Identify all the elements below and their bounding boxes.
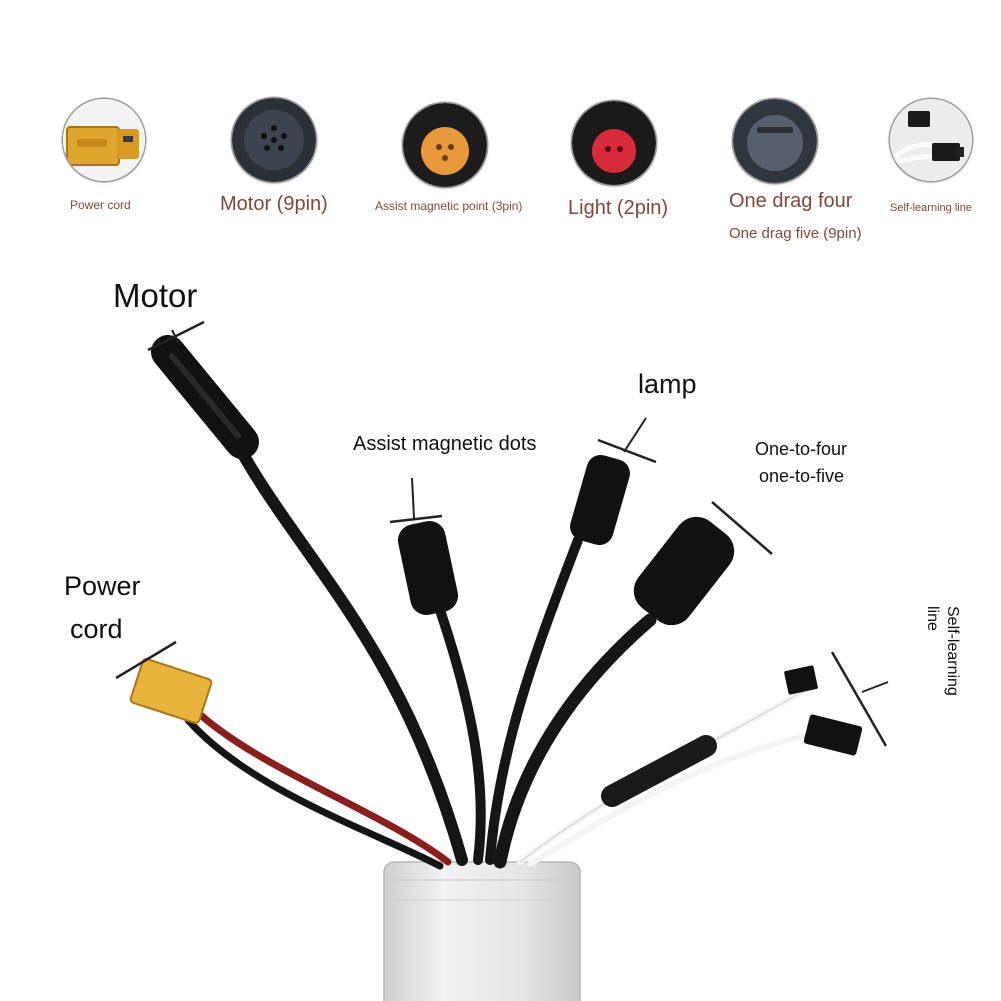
- label-power-line1: Power: [64, 571, 141, 601]
- self-learning-thumbnail: [890, 99, 972, 181]
- label-one-to-five: one-to-five: [759, 466, 845, 486]
- thumbnail-caption-light: Light (2pin): [568, 197, 669, 219]
- motor-connector-icon: [232, 98, 316, 182]
- label-self-learning-line: Self-learning line: [922, 606, 962, 696]
- display-connector-thumbnail: [733, 99, 817, 183]
- thumbnail-caption-assist: Assist magnetic point (3pin): [375, 199, 523, 213]
- light-thumbnail: [572, 101, 656, 185]
- power-cable: [115, 640, 452, 870]
- label-self-learning-line1: Self-learning: [944, 606, 961, 696]
- thumbnail-caption-power-cord: Power cord: [70, 198, 131, 212]
- label-self-learning-line2: line: [924, 606, 941, 631]
- controller-box: [383, 861, 581, 1001]
- label-lamp: lamp: [638, 369, 697, 399]
- self-learning-cable: [517, 651, 889, 867]
- thumbnail-caption-motor: Motor (9pin): [220, 193, 328, 215]
- xt60-connector-icon: [63, 99, 145, 181]
- label-power-line2: cord: [70, 614, 123, 644]
- assist-connector-icon: [403, 103, 487, 187]
- assist-magnetic-thumbnail: [403, 103, 487, 187]
- motor-thumbnail: [232, 98, 316, 182]
- power-cord-thumbnail: [63, 99, 145, 181]
- assist-magnetic-cable: [389, 477, 486, 865]
- label-assist-magnetic-dots: Assist magnetic dots: [353, 433, 537, 455]
- label-one-to-four: One-to-four: [755, 439, 848, 459]
- light-connector-icon: [572, 101, 656, 185]
- display-cable: [493, 501, 773, 869]
- display-connector-icon: [733, 99, 817, 183]
- motor-cable: [147, 320, 468, 866]
- thumbnail-caption-self-learning: Self-learning line: [890, 202, 972, 214]
- lamp-cable: [485, 417, 657, 865]
- self-learning-connector-icon: [890, 99, 972, 181]
- label-motor: Motor: [113, 277, 198, 314]
- thumbnail-caption-one-drag-four: One drag four: [729, 190, 853, 212]
- thumbnail-caption-one-drag-five: One drag five (9pin): [729, 225, 862, 242]
